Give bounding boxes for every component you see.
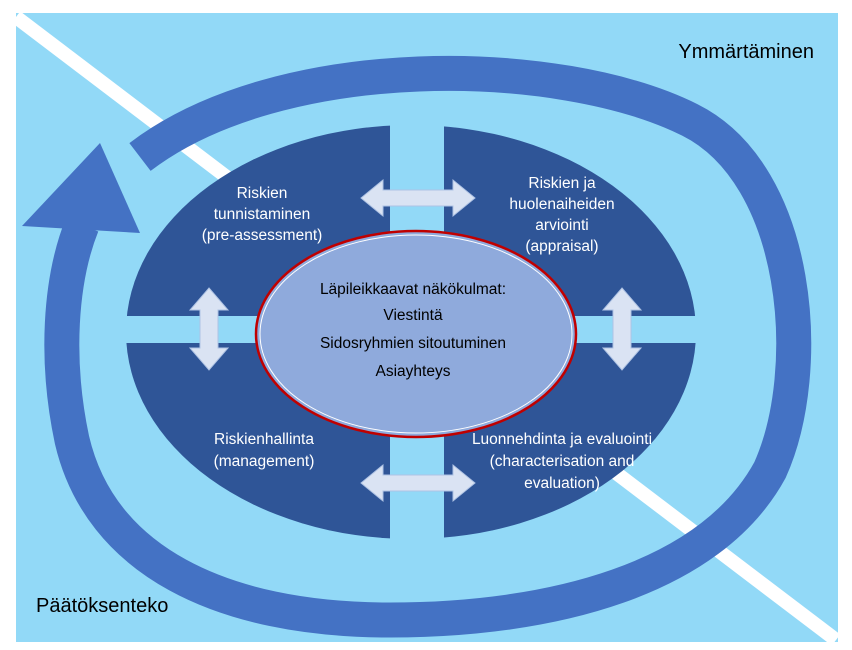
center-ellipse xyxy=(254,229,578,439)
center-ellipse-inner-border xyxy=(259,234,573,434)
label-top-left-line-2: tunnistaminen xyxy=(214,206,311,223)
label-pre-assessment: Riskien tunnistaminen (pre-assessment) xyxy=(202,185,323,244)
label-top-left-line-1: Riskien xyxy=(237,185,288,202)
label-bottom-left-line-1: Riskienhallinta xyxy=(214,431,314,448)
label-bottom-right-line-2: (characterisation and xyxy=(490,453,635,470)
corner-label-decision-making: Päätöksenteko xyxy=(36,595,168,617)
arrow-left-vertical xyxy=(188,287,230,371)
label-bottom-left-line-2: (management) xyxy=(214,453,315,470)
label-top-right-line-3: arviointi xyxy=(535,217,588,234)
center-text: Läpileikkaavat näkökulmat: Viestintä Sid… xyxy=(320,281,506,380)
center-line-3: Sidosryhmien sitoutuminen xyxy=(320,335,506,352)
label-bottom-right-line-1: Luonnehdinta ja evaluointi xyxy=(472,431,652,448)
cycle-arrow xyxy=(22,55,812,638)
label-bottom-right-line-3: evaluation) xyxy=(524,475,600,492)
arrow-right-vertical xyxy=(601,287,643,371)
center-line-1: Läpileikkaavat näkökulmat: xyxy=(320,281,506,298)
label-top-left-line-3: (pre-assessment) xyxy=(202,227,323,244)
corner-label-understanding: Ymmärtäminen xyxy=(678,41,814,63)
label-top-right-line-4: (appraisal) xyxy=(525,238,598,255)
arrow-top-horizontal xyxy=(360,178,476,218)
center-line-2: Viestintä xyxy=(383,307,443,324)
cycle-arrowhead xyxy=(22,143,140,233)
label-characterisation: Luonnehdinta ja evaluointi (characterisa… xyxy=(472,431,652,492)
label-appraisal: Riskien ja huolenaiheiden arviointi (app… xyxy=(509,175,614,255)
label-top-right-line-2: huolenaiheiden xyxy=(509,196,614,213)
center-line-4: Asiayhteys xyxy=(376,363,451,380)
label-management: Riskienhallinta (management) xyxy=(214,431,315,470)
label-top-right-line-1: Riskien ja xyxy=(528,175,596,192)
arrow-bottom-horizontal xyxy=(360,463,476,503)
